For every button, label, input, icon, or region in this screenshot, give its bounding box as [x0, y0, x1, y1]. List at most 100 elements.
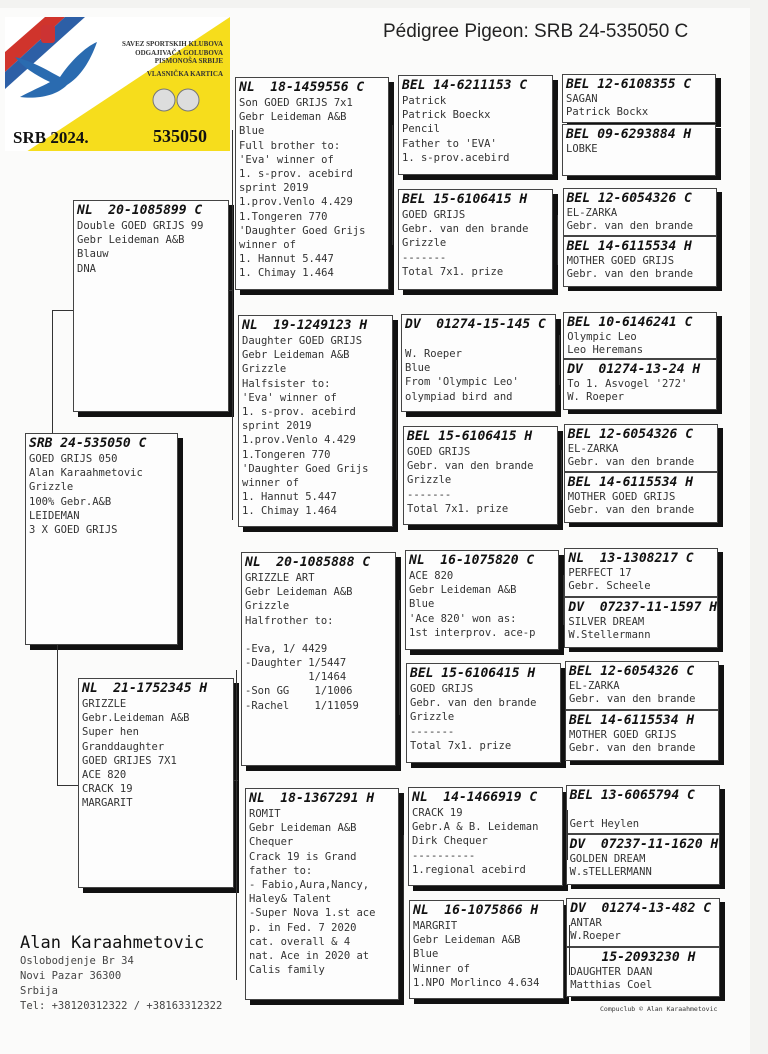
ring-number: NL 20-1085888 C — [245, 555, 371, 570]
ring-number: NL 20-1085899 C — [77, 203, 203, 218]
connector-line — [403, 835, 404, 950]
connector-line — [236, 670, 237, 980]
pigeon-info-line: 100% Gebr.A&B — [29, 495, 112, 508]
ring-number: DV 01274-13-482 C — [570, 901, 712, 916]
pigeon-info-line: -Eva, 1/ 4429 — [245, 642, 328, 655]
pigeon-info-line: GOED GRIJES 7X1 — [82, 754, 177, 767]
pigeon-info-line: -Son GG 1/1006 — [245, 685, 353, 698]
pigeon-info-line: DNA — [77, 262, 96, 275]
connector-line — [57, 785, 78, 786]
ring-number: BEL 14-6211153 C — [402, 78, 528, 93]
ring-number: BEL 15-6106415 H — [402, 192, 528, 207]
pigeon-info-line: Double GOED GRIJS 99 — [77, 220, 204, 232]
pigeon-info-line: Total 7x1. prize — [410, 739, 512, 752]
pigeon-info-line: PERFECT 17 — [568, 567, 632, 579]
ring-number: BEL 15-6106415 H — [410, 666, 536, 681]
pigeon-info-line: W.Stellermann — [568, 629, 651, 641]
pigeon-info-line: Gebr. van den brande — [407, 460, 534, 473]
ring-number: BEL 14-6115534 H — [569, 713, 695, 728]
connector-line — [399, 600, 400, 715]
connector-line — [559, 335, 560, 385]
pigeon-info-line: p. in Fed. 7 2020 — [249, 921, 357, 934]
org-line: ODGAJIVAČA GOLUBOVA — [135, 48, 223, 57]
pigeon-info-line: Gebr. van den brande — [567, 504, 695, 516]
pigeon-info-line: Winner of — [413, 962, 470, 975]
pigeon-info-line: Granddaughter — [82, 740, 165, 753]
pigeon-info-line: ANTAR — [570, 917, 602, 929]
owner-city: Novi Pazar 36300 — [20, 970, 122, 982]
org-line: PISMONOŠA SRBIJE — [154, 57, 223, 65]
ring-number: NL 18-1367291 H — [249, 791, 375, 806]
ring-number: BEL 10-6146241 C — [567, 315, 693, 330]
pigeon-info-line: MARGRIT — [413, 920, 458, 932]
pigeon-info-line: MOTHER GOED GRIJS — [566, 255, 675, 267]
pigeon-info-line: W.sTELLERMANN — [569, 866, 652, 878]
ring-number: BEL 15-6106415 H — [407, 429, 533, 444]
ring-number: NL 13-1308217 C — [568, 551, 694, 566]
pigeon-info-line: Gebr. van den brande — [402, 223, 529, 236]
pigeon-info-line: Gebr. van den brande — [567, 456, 695, 468]
pigeon-info-line: W. Roeper — [405, 348, 462, 360]
pigeon-info-line: Grizzle — [407, 474, 452, 487]
pigeon-info-line: Gebr Leideman A&B — [242, 349, 350, 362]
pigeon-info-line: GOED GRIJS — [410, 683, 474, 695]
connector-line — [567, 810, 568, 860]
serbian-flag-pigeon-logo-icon — [5, 17, 97, 98]
pigeon-info-line: cat. overall & 4 — [249, 935, 351, 948]
ring-number: DV 07237-11-1597 H — [568, 600, 718, 615]
pigeon-info-line: MOTHER GOED GRIJS — [569, 729, 677, 741]
pigeon-info-line: Gebr Leideman A&B — [249, 822, 357, 835]
pigeon-info-line: 3 X GOED GRIJS — [29, 524, 118, 537]
pigeon-info-line: 1.regional acebird — [412, 863, 526, 876]
globe-logo-icon — [152, 88, 200, 112]
pigeon-info-line: 1. Chimay 1.464 — [242, 505, 337, 518]
pigeon-info-line: Gebr.Leideman A&B — [82, 712, 190, 725]
card-country-year: SRB 2024. — [13, 128, 89, 147]
pigeon-info-line: winner of — [242, 477, 299, 490]
pigeon-info-line: GOED GRIJS — [402, 209, 466, 221]
pigeon-info-line: sprint 2019 — [239, 182, 309, 195]
org-line: SAVEZ SPORTSKIH KLUBOVA — [121, 40, 223, 48]
pigeon-info-line: To 1. Asvogel '272' — [567, 378, 688, 390]
pigeon-info-line: Blauw — [77, 248, 109, 261]
pigeon-info-line: Gebr Leideman A&B — [409, 584, 517, 597]
pigeon-info-line: Blue — [413, 948, 439, 961]
pigeon-info-line: nat. Ace in 2020 at — [249, 950, 370, 963]
pigeon-info-line: Son GOED GRIJS 7x1 — [239, 97, 353, 109]
ring-number: DV 01274-15-145 C — [405, 317, 546, 332]
ring-number: SRB 24-535050 C — [29, 436, 147, 451]
pigeon-info-line: Gebr. van den brande — [569, 693, 696, 705]
pigeon-info-line: W. Roeper — [567, 391, 625, 403]
pigeon-info-line: SAGAN — [566, 93, 598, 105]
ring-number: DV 01274-13-24 H — [567, 362, 701, 377]
ring-number: NL 16-1075866 H — [413, 903, 539, 918]
pigeon-info-line: Super hen — [82, 726, 139, 739]
pigeon-info-line: Gebr Leideman A&B — [413, 934, 521, 947]
connector-line — [557, 215, 558, 265]
pigeon-info-line — [570, 804, 716, 818]
connector-line — [234, 780, 238, 781]
ring-number: NL 18-1459556 C — [239, 80, 365, 95]
pigeon-info-line: Crack 19 is Grand — [249, 850, 357, 863]
pigeon-info-line: EL-ZARKA — [566, 207, 618, 219]
pigeon-info-line: CRACK 19 — [82, 783, 133, 796]
pigeon-info-line: Gebr. Scheele — [568, 580, 651, 592]
pigeon-info-line: GOED GRIJS 050 — [29, 453, 118, 465]
pigeon-info-line: Matthias Coel — [570, 979, 653, 991]
